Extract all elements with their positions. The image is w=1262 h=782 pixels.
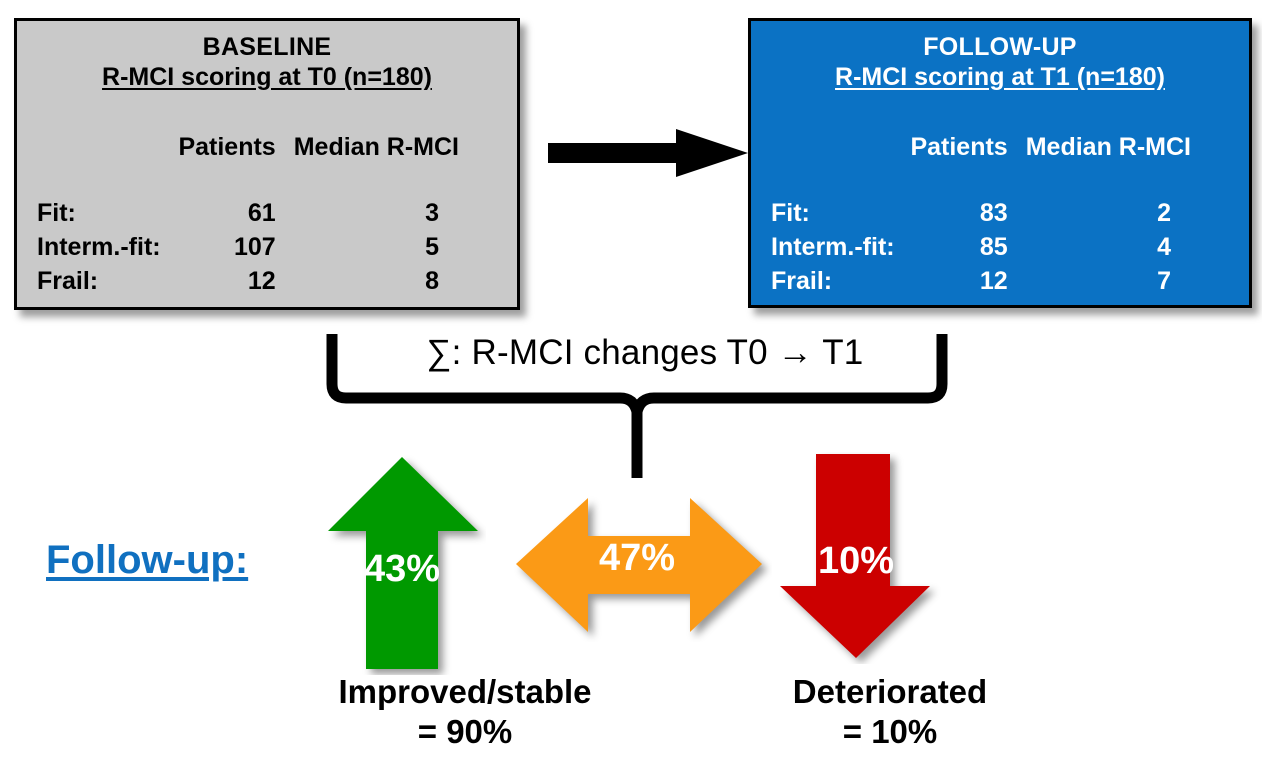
row-patients: 12 (247, 267, 276, 295)
deteriorated-caption-line2: = 10% (842, 713, 938, 751)
up-arrow-icon (328, 457, 478, 669)
followup-panel: FOLLOW-UP R-MCI scoring at T1 (n=180) Pa… (748, 18, 1252, 308)
left-right-arrow-icon (516, 498, 762, 632)
table-header-row: Patients Median R-MCI (37, 133, 501, 198)
table-row: Frail: 12 7 (771, 266, 1233, 300)
baseline-table: Patients Median R-MCI Fit: 61 3 Interm.-… (37, 133, 501, 300)
right-arrow-icon (548, 129, 748, 177)
followup-title: FOLLOW-UP (923, 33, 1077, 61)
table-row: Fit: 61 3 (37, 198, 501, 232)
row-patients: 12 (979, 267, 1008, 295)
baseline-title: BASELINE (202, 33, 332, 61)
stable-arrow: 47% (512, 492, 772, 642)
deteriorated-percent: 10% (817, 540, 895, 582)
improved-percent: 43% (363, 548, 441, 590)
column-header-median: Median R-MCI (1025, 133, 1191, 161)
improved-caption: Improved/stable = 90% (245, 672, 685, 753)
row-median: 3 (425, 199, 439, 227)
brace-label: ∑: R-MCI changes T0 → T1 (426, 333, 864, 372)
table-row: Interm.-fit: 107 5 (37, 232, 501, 266)
row-label: Fit: (771, 199, 810, 227)
row-patients: 107 (234, 233, 276, 261)
column-header-patients: Patients (178, 133, 276, 161)
table-row: Interm.-fit: 85 4 (771, 232, 1233, 266)
row-label: Frail: (771, 267, 833, 295)
summary-brace (326, 334, 948, 478)
table-row: Fit: 83 2 (771, 198, 1233, 232)
column-header-patients: Patients (910, 133, 1008, 161)
deteriorated-arrow: 10% (778, 452, 942, 664)
column-header-category (771, 133, 908, 198)
stable-percent: 47% (598, 537, 676, 579)
row-median: 4 (1157, 233, 1171, 261)
deteriorated-caption: Deteriorated = 10% (700, 672, 1080, 753)
followup-table: Patients Median R-MCI Fit: 83 2 Interm.-… (771, 133, 1233, 300)
deteriorated-caption-line1: Deteriorated (792, 673, 988, 710)
row-median: 8 (425, 267, 439, 295)
row-patients: 83 (979, 199, 1008, 227)
row-label: Frail: (37, 267, 99, 295)
row-label: Interm.-fit: (771, 233, 895, 261)
row-label: Interm.-fit: (37, 233, 161, 261)
table-header-row: Patients Median R-MCI (771, 133, 1233, 198)
row-patients: 85 (979, 233, 1008, 261)
followup-side-label: Follow-up: (46, 538, 249, 582)
row-median: 5 (425, 233, 439, 261)
improved-caption-line2: = 90% (417, 713, 513, 751)
table-row: Frail: 12 8 (37, 266, 501, 300)
row-patients: 61 (247, 199, 276, 227)
row-label: Fit: (37, 199, 76, 227)
down-arrow-icon (780, 454, 930, 658)
followup-subtitle: R-MCI scoring at T1 (n=180) (835, 63, 1165, 91)
row-median: 7 (1157, 267, 1171, 295)
row-median: 2 (1157, 199, 1171, 227)
improved-caption-line1: Improved/stable (338, 673, 592, 710)
column-header-median: Median R-MCI (293, 133, 459, 161)
baseline-subtitle: R-MCI scoring at T0 (n=180) (102, 63, 432, 91)
column-header-category (37, 133, 175, 198)
improved-arrow: 43% (326, 455, 486, 675)
baseline-panel: BASELINE R-MCI scoring at T0 (n=180) Pat… (14, 18, 520, 310)
